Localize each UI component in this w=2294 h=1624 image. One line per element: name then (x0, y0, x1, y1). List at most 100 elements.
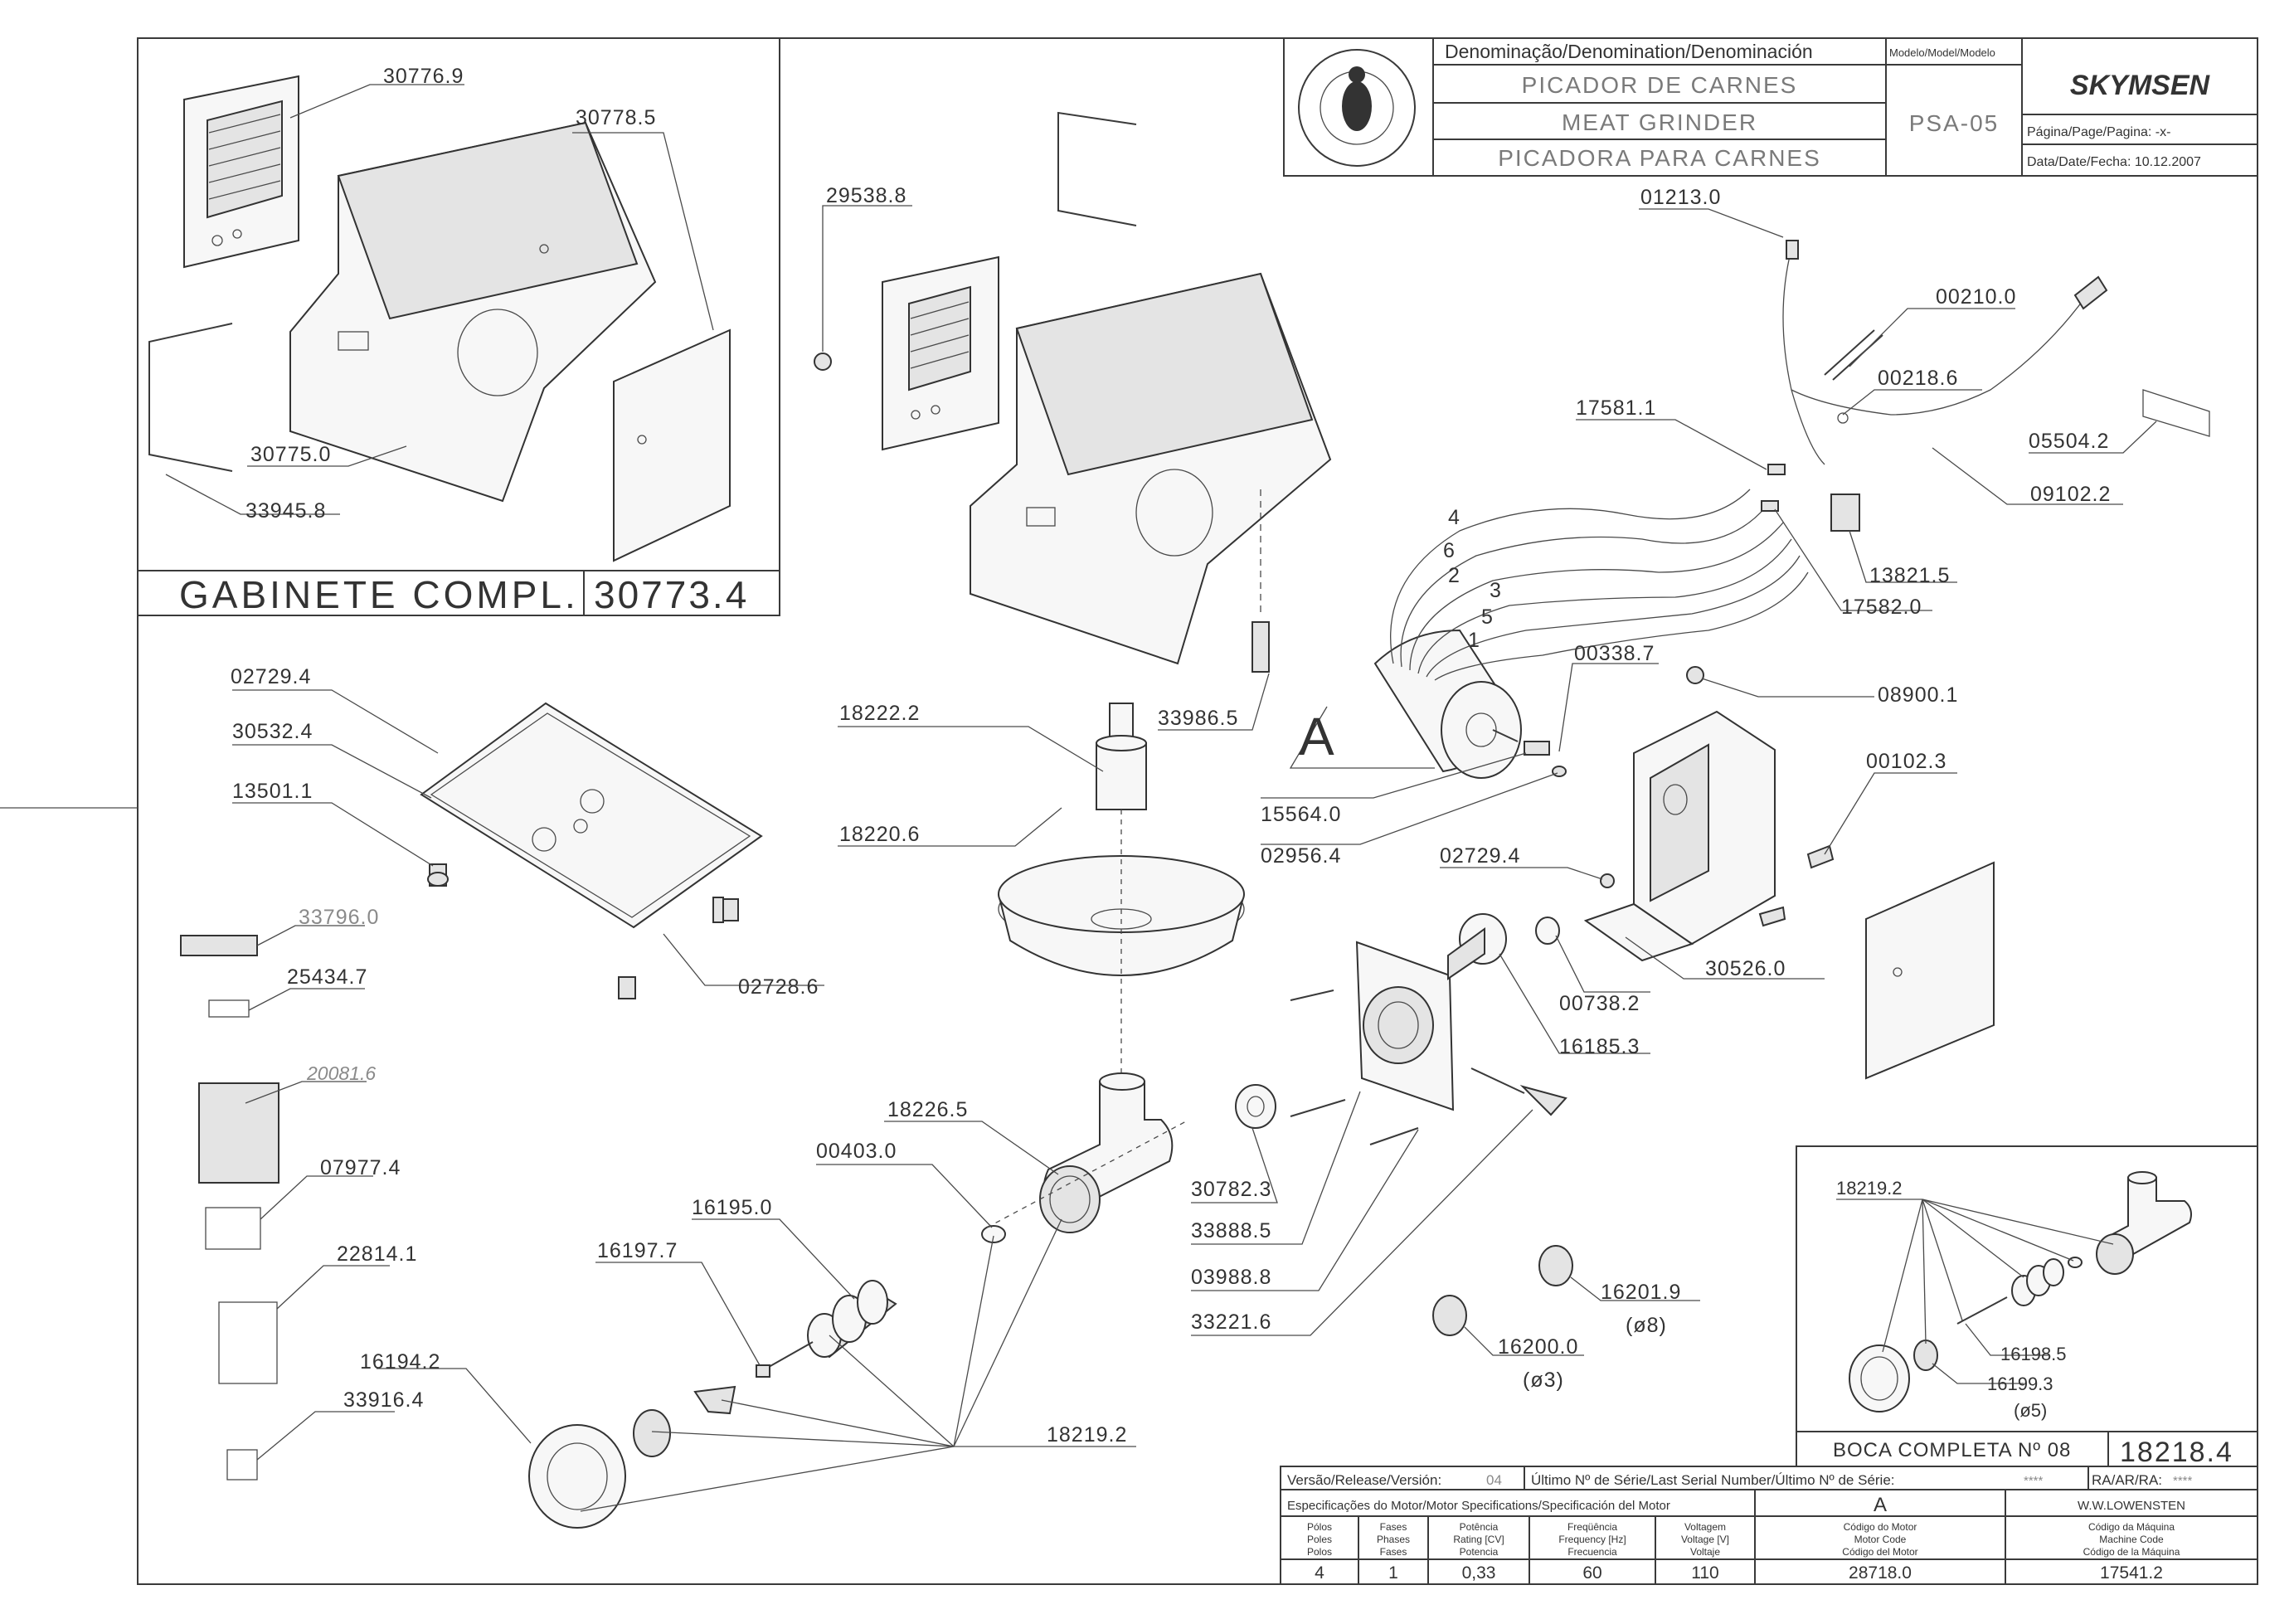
terminal-17581 (1767, 464, 1786, 475)
label-33986: 33986.5 (1158, 707, 1238, 730)
label-16185: 16185.3 (1559, 1035, 1640, 1058)
spec-header-3-1: Frequency [Hz] (1558, 1534, 1626, 1545)
label-33945: 33945.8 (245, 499, 326, 523)
spring-00338 (1524, 741, 1550, 756)
cabinet-title: GABINETE COMPL. (179, 573, 579, 616)
rear-panel-right (1865, 861, 1995, 1080)
wire-label-6: 6 (1443, 539, 1456, 562)
label-13821: 13821.5 (1869, 564, 1950, 587)
drawing-frame (137, 37, 2258, 1585)
spec-header-0-1: Poles (1307, 1534, 1332, 1545)
spec-header-1-0: Fases (1380, 1521, 1407, 1533)
spec-header-6-1: Machine Code (2099, 1534, 2164, 1545)
flange-assembly: 30782.3 33888.5 03988.8 33221.6 00738.2 … (1191, 913, 1700, 1392)
foot-13501 (427, 872, 449, 887)
spec-header-6-2: Código de la Máquina (2083, 1546, 2180, 1558)
title-block: Denominação/Denomination/Denominación Mo… (1283, 37, 2258, 177)
label-02729-bracket: 02729.4 (1440, 844, 1520, 868)
motor-assembly: 4 6 2 3 5 1 A 00338.7 08900.1 00102.3 15… (1261, 489, 1995, 1080)
label-18220: 18220.6 (839, 823, 920, 846)
boca-title: BOCA COMPLETA Nº 08 (1833, 1439, 2071, 1461)
screw-02729-bracket (1600, 873, 1615, 888)
label-00338: 00338.7 (1574, 642, 1655, 665)
release-label: Versão/Release/Versión: (1287, 1472, 1441, 1488)
name-en: MEAT GRINDER (1562, 109, 1757, 135)
title-block-frame (1283, 37, 2258, 177)
denomination-header: Denominação/Denomination/Denominación (1445, 41, 1813, 62)
spec-header-2-0: Potência (1460, 1521, 1499, 1533)
screw-29538 (814, 353, 832, 371)
label-30532: 30532.4 (232, 720, 313, 743)
spec-header-4-2: Voltaje (1690, 1546, 1720, 1558)
motor-spec-label: Especificações do Motor/Motor Specificat… (1287, 1499, 1670, 1513)
wire-label-4: 4 (1448, 506, 1460, 529)
sticker-33916 (226, 1449, 258, 1481)
label-00403: 00403.0 (816, 1140, 897, 1163)
label-30778: 30778.5 (576, 106, 656, 129)
screw-00102 (1806, 844, 1835, 869)
label-30526: 30526.0 (1705, 957, 1786, 980)
spec-value-5: 28718.0 (1849, 1563, 1912, 1583)
base-plate (420, 702, 763, 929)
label-17582: 17582.0 (1841, 596, 1922, 619)
label-30775: 30775.0 (250, 443, 331, 466)
boca-code: 18218.4 (2120, 1437, 2233, 1468)
label-15564: 15564.0 (1261, 803, 1341, 826)
cabinet-code: 30773.4 (594, 573, 749, 616)
model-header: Modelo/Model/Modelo (1889, 46, 1995, 59)
center-cover-assembly: 29538.8 33986.5 (814, 111, 1332, 731)
label-00738: 00738.2 (1559, 992, 1640, 1015)
ring-00738 (1535, 917, 1560, 945)
label-33916: 33916.4 (343, 1388, 424, 1412)
spec-header-4-0: Voltagem (1684, 1521, 1726, 1533)
boca-label-18219: 18219.2 (1836, 1178, 1903, 1199)
spec-table: Versão/Release/Versión: 04 Último Nº de … (1280, 1466, 2258, 1585)
spec-header-0-2: Polos (1307, 1546, 1332, 1558)
warning-plate (198, 1082, 279, 1184)
motor-letter-a: A (1299, 707, 1334, 766)
label-30782: 30782.3 (1191, 1178, 1271, 1201)
rear-panel (613, 328, 731, 562)
label-16200-diameter: (ø3) (1523, 1369, 1564, 1392)
label-16194: 16194.2 (360, 1350, 440, 1374)
label-18219: 18219.2 (1047, 1423, 1127, 1447)
grinder-head-assembly: 18220.6 18222.2 18226.5 00403.0 16195.0 … (360, 702, 1245, 1529)
coupler-03988 (1519, 1085, 1567, 1116)
sticker-25434 (208, 999, 250, 1018)
knob-08900 (1686, 666, 1704, 684)
label-22814: 22814.1 (337, 1242, 417, 1266)
logo-sticker (180, 935, 258, 956)
boca-label-16199: 16199.3 (1987, 1374, 2053, 1394)
label-16201: 16201.9 (1601, 1281, 1681, 1304)
plate-8mm (1538, 1245, 1573, 1286)
label-00218: 00218.6 (1878, 367, 1958, 390)
u-rod-center (1057, 111, 1137, 226)
label-16197: 16197.7 (597, 1239, 678, 1262)
stickers: 33796.0 25434.7 20081.6 07977.4 22814.1 … (180, 906, 424, 1481)
boca-box: BOCA COMPLETA Nº 08 18218.4 18219.2 1619… (1796, 1145, 2258, 1468)
spec-header-1-1: Phases (1377, 1534, 1410, 1545)
cable-01213 (1782, 248, 1825, 465)
label-03988: 03988.8 (1191, 1266, 1271, 1289)
wire-label-5: 5 (1481, 605, 1494, 629)
spec-header-1-2: Fases (1380, 1546, 1407, 1558)
spec-header-2-2: Potencia (1460, 1546, 1499, 1558)
spec-header-4-1: Voltage [V] (1681, 1534, 1729, 1545)
label-16200: 16200.0 (1498, 1335, 1578, 1359)
serial-label: Último Nº de Série/Last Serial Number/Úl… (1531, 1472, 1895, 1488)
power-cord-09102 (1791, 294, 2087, 416)
boca-label-16198: 16198.5 (2000, 1344, 2067, 1364)
spec-header-2-1: Rating [CV] (1453, 1534, 1504, 1545)
label-33796: 33796.0 (299, 906, 379, 929)
spec-value-0: 4 (1315, 1563, 1324, 1583)
label-16195: 16195.0 (692, 1196, 772, 1219)
spec-header-3-2: Frecuencia (1567, 1546, 1617, 1558)
gasket-30782 (1235, 1084, 1276, 1129)
spec-header-0-0: Pólos (1307, 1521, 1332, 1533)
spec-header-6-0: Código da Máquina (2088, 1521, 2175, 1533)
label-20081: 20081.6 (306, 1062, 376, 1084)
label-30776: 30776.9 (383, 65, 464, 88)
label-33888: 33888.5 (1191, 1219, 1271, 1242)
serial-value: **** (2024, 1474, 2044, 1488)
